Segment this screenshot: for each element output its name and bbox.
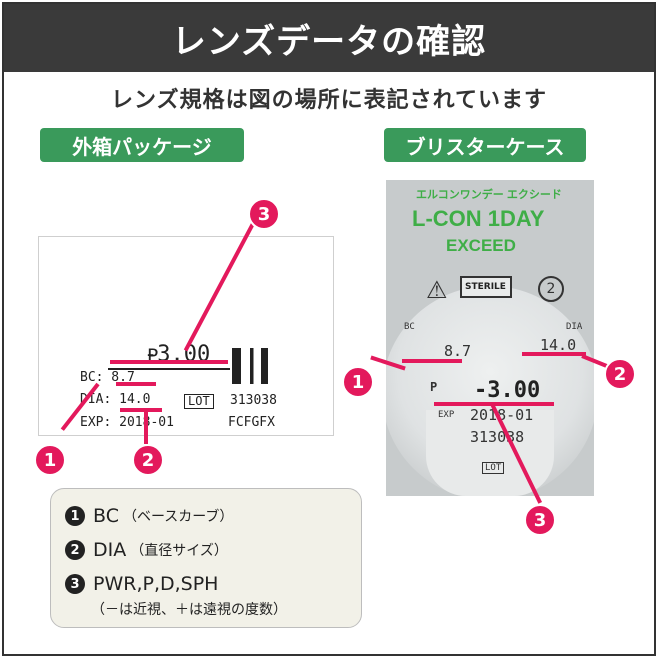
blister-lot-tag: LOT — [482, 462, 505, 474]
no-reuse-icon: 2 — [538, 276, 564, 302]
blister-photo: エルコンワンデー エクシード L-CON 1DAY EXCEED ⚠ STERI… — [386, 180, 594, 496]
box-code-text: FCFGFX — [228, 415, 275, 430]
qr-code-icon — [232, 348, 268, 384]
marker-line-dia-blister — [522, 352, 586, 356]
legend-main-power: PWR,P,D,SPH — [93, 573, 219, 595]
legend-sub-dia: （直径サイズ） — [130, 543, 228, 559]
sterile-badge: STERILE — [460, 276, 512, 298]
marker-badge-1-box: 1 — [34, 444, 66, 476]
box-lot-tag: LOT — [184, 394, 214, 409]
blister-line-name: EXCEED — [446, 236, 516, 255]
legend-power-note: （－は近視、＋は遠視の度数） — [91, 602, 287, 618]
blister-power-value: -3.00 — [474, 378, 541, 403]
blister-dia-value: 14.0 — [540, 336, 577, 354]
marker-line-bc-box — [116, 382, 156, 386]
marker-badge-3-blister: 3 — [524, 504, 556, 536]
page-subtitle: レンズ規格は図の場所に表記されています — [111, 88, 547, 113]
outer-box-tag: 外箱パッケージ — [40, 128, 244, 162]
marker-badge-3-box: 3 — [248, 198, 280, 230]
outer-box-label: P — [38, 236, 334, 436]
marker-badge-2-box: 2 — [132, 444, 164, 476]
legend-number-2: 2 — [65, 540, 85, 560]
legend-box: 1 BC （ベースカーブ） 2 DIA （直径サイズ） 3 PWR,P,D,SP… — [50, 488, 362, 628]
legend-item-bc: 1 BC （ベースカーブ） — [65, 505, 233, 527]
blister-bc-label: BC — [404, 322, 415, 332]
blister-bc-value: 8.7 — [444, 342, 472, 360]
legend-main-dia: DIA — [93, 539, 127, 561]
blister-dome-base — [426, 410, 554, 496]
box-dia-text: DIA: 14.0 — [80, 392, 151, 407]
box-bc-text: BC: 8.7 — [80, 370, 135, 385]
power-underline — [108, 368, 230, 370]
blister-lot-number: 313038 — [470, 428, 525, 446]
legend-item-dia: 2 DIA （直径サイズ） — [65, 539, 228, 561]
box-lot-number: 313038 — [230, 393, 277, 408]
legend-number-1: 1 — [65, 506, 85, 526]
marker-line-dia-box — [120, 408, 162, 412]
marker-line-bc-blister — [402, 359, 462, 363]
blister-dia-label: DIA — [566, 322, 583, 332]
box-power-label: P — [147, 345, 159, 367]
legend-number-3: 3 — [65, 574, 85, 594]
legend-item-power: 3 PWR,P,D,SPH — [65, 573, 218, 595]
legend-sub-bc: （ベースカーブ） — [122, 509, 234, 525]
marker-badge-1-blister: 1 — [342, 366, 374, 398]
blister-exp-label: EXP — [438, 410, 455, 420]
blister-power-label: P — [430, 380, 438, 394]
marker-badge-2-blister: 2 — [604, 358, 636, 390]
page-title: レンズデータの確認 — [4, 4, 654, 72]
blister-exp-value: 2018-01 — [470, 406, 534, 424]
marker-line-dia-box-leader — [144, 410, 148, 444]
blister-case-tag: ブリスターケース — [384, 128, 586, 162]
blister-brand: L-CON 1DAY — [412, 206, 545, 231]
marker-line-power-box — [110, 360, 228, 364]
warning-triangle-icon: ⚠ — [426, 276, 448, 304]
box-exp-text: EXP: 2018-01 — [80, 415, 174, 430]
blister-jp-name: エルコンワンデー エクシード — [416, 189, 562, 201]
legend-main-bc: BC — [93, 505, 119, 527]
